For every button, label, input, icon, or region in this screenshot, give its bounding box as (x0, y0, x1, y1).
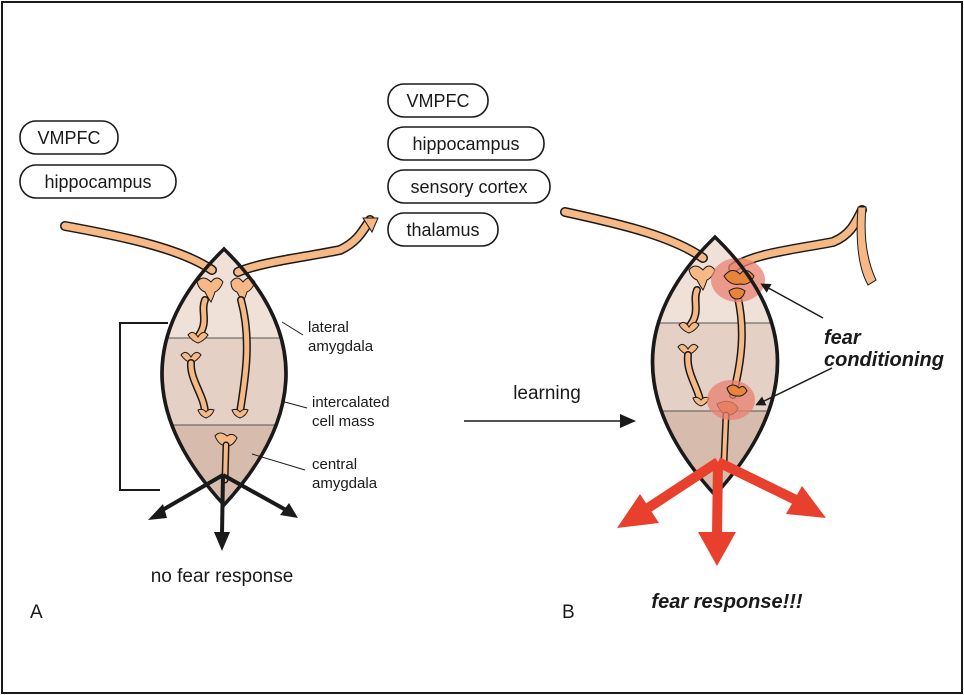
fear-output-arrows (617, 462, 826, 566)
caption-fear-response: fear response!!! (651, 591, 802, 613)
panel-a: VMPFC hippocampus (20, 121, 390, 623)
pill-label: sensory cortex (410, 177, 527, 197)
input-pill-vmpfc-a: VMPFC (20, 121, 118, 154)
red-arrowhead-down (698, 532, 736, 566)
input-pill-thalamus-b: thalamus (388, 213, 498, 246)
conditioned-synapse-bottom (707, 380, 755, 420)
input-pill-sensory-cortex-b: sensory cortex (388, 170, 550, 203)
learning-transition: learning (464, 383, 636, 428)
input-axon-left-b (565, 212, 703, 258)
learning-label: learning (513, 383, 581, 404)
input-axon-left-a (65, 226, 212, 270)
input-pill-vmpfc-b: VMPFC (388, 84, 488, 117)
panel-b: VMPFC hippocampus sensory cortex thalamu… (388, 84, 944, 623)
pill-label: VMPFC (38, 128, 101, 148)
feedback-bracket (120, 323, 168, 490)
pill-label: thalamus (406, 220, 479, 240)
panel-letter-a: A (30, 602, 43, 623)
input-axon-right-a (238, 218, 378, 272)
panel-letter-b: B (562, 602, 575, 623)
input-pill-hippocampus-b: hippocampus (388, 127, 544, 160)
input-pill-hippocampus-a: hippocampus (20, 165, 176, 198)
output-arrows-a (148, 475, 298, 551)
pill-label: hippocampus (412, 134, 519, 154)
pill-label: hippocampus (44, 172, 151, 192)
caption-no-fear-response: no fear response (151, 566, 294, 587)
pill-label: VMPFC (407, 91, 470, 111)
